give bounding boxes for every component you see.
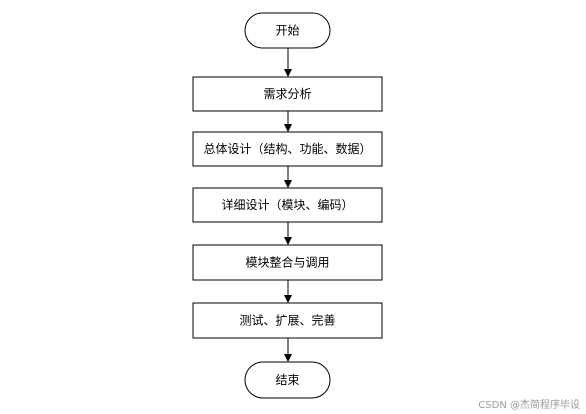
end-label: 结束 bbox=[275, 373, 299, 387]
process-box bbox=[192, 187, 383, 223]
step-label: 测试、扩展、完善 bbox=[239, 313, 335, 328]
step-3-node: 详细设计（模块、编码） bbox=[192, 187, 383, 223]
process-box bbox=[192, 76, 383, 112]
start-label: 开始 bbox=[275, 24, 299, 38]
start-terminal-shape bbox=[244, 12, 331, 49]
process-box bbox=[192, 244, 383, 281]
step-1-node: 需求分析 bbox=[192, 76, 383, 112]
process-box bbox=[192, 131, 383, 167]
process-box bbox=[192, 302, 383, 339]
step-label: 模块整合与调用 bbox=[245, 255, 329, 270]
step-label: 总体设计（结构、功能、数据） bbox=[203, 141, 371, 156]
step-4-node: 模块整合与调用 bbox=[192, 244, 383, 281]
step-2-node: 总体设计（结构、功能、数据） bbox=[192, 131, 383, 167]
end-terminal-shape bbox=[244, 361, 331, 399]
step-label: 详细设计（模块、编码） bbox=[221, 197, 353, 212]
csdn-watermark: CSDN @杰简程序毕设 bbox=[478, 400, 580, 411]
step-label: 需求分析 bbox=[263, 87, 311, 101]
step-5-node: 测试、扩展、完善 bbox=[192, 302, 383, 339]
end-node: 结束 bbox=[244, 361, 331, 399]
start-node: 开始 bbox=[244, 12, 331, 49]
